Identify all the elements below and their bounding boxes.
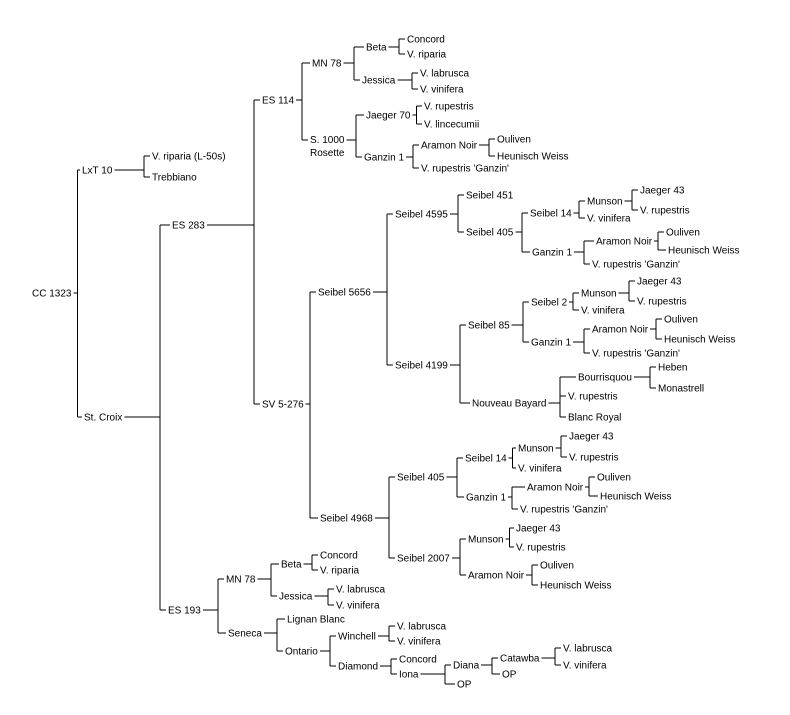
- node-label-munson: Munson: [587, 197, 623, 208]
- node-label-es-283: ES 283: [172, 221, 205, 232]
- node-label-seibel-14: Seibel 14: [530, 209, 572, 220]
- node-label-v-rupestris-ganzin: V. rupestris 'Ganzin': [592, 349, 680, 360]
- node-label-catawba: Catawba: [500, 654, 540, 665]
- node-label-heunisch-weiss: Heunisch Weiss: [497, 152, 569, 163]
- node-label-v-rupestris: V. rupestris: [568, 392, 618, 403]
- node-label-sv-5-276: SV 5-276: [262, 400, 304, 411]
- node-label-munson: Munson: [468, 535, 504, 546]
- node-label-v-rupestris: V. rupestris: [640, 206, 690, 217]
- node-label-jessica: Jessica: [362, 76, 396, 87]
- node-label-jaeger-43: Jaeger 43: [569, 432, 614, 443]
- node-label-ganzin-1: Ganzin 1: [466, 493, 506, 504]
- node-label-v-rupestris-ganzin: V. rupestris 'Ganzin': [592, 260, 680, 271]
- node-label-v-rupestris: V. rupestris: [637, 297, 687, 308]
- node-label-v-rupestris-ganzin: V. rupestris 'Ganzin': [421, 164, 509, 175]
- node-label-v-vinifera: V. vinifera: [420, 85, 464, 96]
- node-label-seibel-4968: Seibel 4968: [320, 514, 373, 525]
- node-label-beta: Beta: [281, 560, 302, 571]
- node-label-ouliven: Ouliven: [664, 315, 698, 326]
- node-label-v-labrusca: V. labrusca: [397, 622, 447, 633]
- node-label-ouliven: Ouliven: [497, 135, 531, 146]
- node-label-ganzin-1: Ganzin 1: [364, 153, 404, 164]
- node-label-seibel-14: Seibel 14: [465, 454, 507, 465]
- node-label-mn-78: MN 78: [312, 59, 342, 70]
- node-label-aramon-noir: Aramon Noir: [527, 483, 584, 494]
- node-label-op: OP: [457, 680, 472, 691]
- node-label-v-rupestris: V. rupestris: [424, 102, 474, 113]
- node-label-lignan-blanc: Lignan Blanc: [287, 615, 345, 626]
- node-label-v-rupestris: V. rupestris: [569, 453, 619, 464]
- node-label-blanc-royal: Blanc Royal: [568, 413, 621, 424]
- node-label-munson: Munson: [581, 289, 617, 300]
- node-label-cc-1323: CC 1323: [32, 289, 72, 300]
- node-label-diana: Diana: [453, 661, 480, 672]
- node-label-aramon-noir: Aramon Noir: [592, 325, 649, 336]
- node-label-v-rupestris-ganzin: V. rupestris 'Ganzin': [520, 505, 608, 516]
- node-label-es-193: ES 193: [168, 606, 201, 617]
- node-label-seibel-4595: Seibel 4595: [395, 210, 448, 221]
- node-label-monastrell: Monastrell: [658, 384, 704, 395]
- node-label-heben: Heben: [658, 363, 687, 374]
- node-label-trebbiano: Trebbiano: [152, 173, 197, 184]
- node-label-aramon-noir: Aramon Noir: [468, 571, 525, 582]
- node-label-mn-78: MN 78: [226, 575, 256, 586]
- node-label-jaeger-70: Jaeger 70: [366, 111, 411, 122]
- node-label-diamond: Diamond: [338, 662, 378, 673]
- node-label-seibel-405: Seibel 405: [466, 228, 514, 239]
- node-label-v-rupestris: V. rupestris: [516, 543, 566, 554]
- node-label-v-lincecumii: V. lincecumii: [424, 120, 479, 131]
- node-label-v-riparia: V. riparia: [320, 566, 360, 577]
- node-label-v-riparia-l-50s: V. riparia (L-50s): [152, 152, 226, 163]
- node-label-s-1000-rosette: S. 1000 Rosette: [310, 135, 347, 159]
- node-label-concord: Concord: [320, 551, 358, 562]
- node-label-seibel-2: Seibel 2: [531, 298, 568, 309]
- node-label-lxt-10: LxT 10: [82, 166, 113, 177]
- node-label-ganzin-1: Ganzin 1: [531, 338, 571, 349]
- node-label-st-croix: St. Croix: [84, 413, 122, 424]
- node-label-v-vinifera: V. vinifera: [581, 306, 625, 317]
- node-label-jessica: Jessica: [279, 592, 313, 603]
- node-label-v-vinifera: V. vinifera: [563, 661, 607, 672]
- node-label-seibel-405: Seibel 405: [397, 473, 445, 484]
- node-label-bourrisquou: Bourrisquou: [578, 373, 632, 384]
- node-label-v-labrusca: V. labrusca: [420, 69, 470, 80]
- node-label-es-114: ES 114: [262, 96, 294, 107]
- node-label-jaeger-43: Jaeger 43: [516, 524, 561, 535]
- node-label-nouveau-bayard: Nouveau Bayard: [472, 399, 547, 410]
- node-label-ouliven: Ouliven: [597, 473, 631, 484]
- node-label-munson: Munson: [518, 444, 554, 455]
- node-label-ganzin-1: Ganzin 1: [532, 248, 572, 259]
- node-label-v-vinifera: V. vinifera: [336, 601, 380, 612]
- node-label-op: OP: [502, 670, 517, 681]
- node-label-heunisch-weiss: Heunisch Weiss: [668, 246, 740, 257]
- node-label-beta: Beta: [366, 43, 387, 54]
- node-label-concord: Concord: [399, 655, 437, 666]
- node-label-v-vinifera: V. vinifera: [518, 464, 562, 475]
- node-label-v-vinifera: V. vinifera: [587, 214, 631, 225]
- node-label-heunisch-weiss: Heunisch Weiss: [540, 581, 612, 592]
- node-label-heunisch-weiss: Heunisch Weiss: [664, 335, 736, 346]
- node-label-jaeger-43: Jaeger 43: [637, 277, 682, 288]
- node-label-v-riparia: V. riparia: [407, 50, 447, 61]
- node-label-seibel-5656: Seibel 5656: [318, 288, 371, 299]
- node-label-seibel-85: Seibel 85: [468, 321, 510, 332]
- node-label-ontario: Ontario: [285, 647, 318, 658]
- node-label-jaeger-43: Jaeger 43: [640, 186, 685, 197]
- node-label-seibel-2007: Seibel 2007: [397, 554, 450, 565]
- node-label-v-labrusca: V. labrusca: [563, 644, 613, 655]
- node-label-seneca: Seneca: [228, 629, 262, 640]
- node-label-seibel-4199: Seibel 4199: [395, 361, 448, 372]
- node-label-concord: Concord: [407, 35, 445, 46]
- node-label-ouliven: Ouliven: [666, 228, 700, 239]
- node-label-heunisch-weiss: Heunisch Weiss: [600, 492, 672, 503]
- node-label-iona: Iona: [399, 670, 419, 681]
- node-label-seibel-451: Seibel 451: [466, 191, 514, 202]
- node-label-aramon-noir: Aramon Noir: [596, 237, 653, 248]
- node-label-ouliven: Ouliven: [540, 561, 574, 572]
- node-label-v-labrusca: V. labrusca: [336, 585, 386, 596]
- node-label-aramon-noir: Aramon Noir: [421, 141, 478, 152]
- node-label-v-vinifera: V. vinifera: [397, 637, 441, 648]
- node-label-winchell: Winchell: [338, 632, 376, 643]
